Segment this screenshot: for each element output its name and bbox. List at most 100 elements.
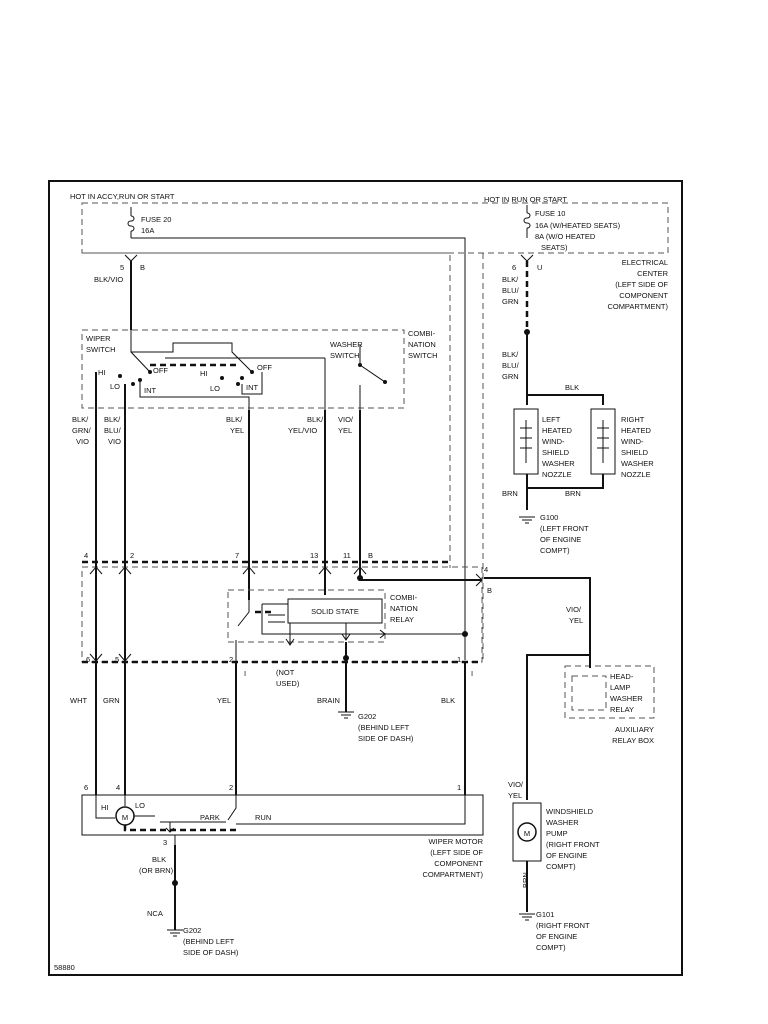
label-blk-yel-2: YEL <box>230 426 244 435</box>
ground-g202-bottom-icon <box>167 929 183 937</box>
electrical-center-text: ELECTRICAL CENTER (LEFT SIDE OF COMPONEN… <box>607 258 668 311</box>
pin-4-right-label: 4 <box>484 565 488 574</box>
fuse-20-name: FUSE 20 <box>141 215 171 224</box>
wire-brn-left: BRN <box>502 489 518 498</box>
g100-line-3: OF ENGINE <box>540 535 581 544</box>
nca-label: NCA <box>147 909 163 918</box>
g202-bottom-2: (BEHIND LEFT <box>183 937 235 946</box>
fuse20-feed-wire <box>131 237 466 660</box>
pin-4-label: 4 <box>84 551 88 560</box>
headlamp-relay-1: HEAD- <box>610 672 634 681</box>
g101-line-3: OF ENGINE <box>536 932 577 941</box>
left-nozzle-2: HEATED <box>542 426 572 435</box>
hot-accy-label: HOT IN ACCY,RUN OR START <box>70 192 175 201</box>
wiper-motor-box <box>81 794 484 836</box>
g202-dash-line-3: SIDE OF DASH) <box>358 734 414 743</box>
wire-blk-or-brn-1: BLK <box>152 855 166 864</box>
right-nozzle-2: HEATED <box>621 426 651 435</box>
label-blk-grn-vio-1: BLK/ <box>72 415 89 424</box>
ground-g202-dash-icon <box>338 711 354 719</box>
combination-switch-line-3: SWITCH <box>408 351 438 360</box>
hot-accy-fuse-box <box>81 202 669 254</box>
label-blk-grn-vio-3: VIO <box>76 437 89 446</box>
wiper-motor-1: WIPER MOTOR <box>429 837 484 846</box>
combination-switch-box <box>81 329 405 409</box>
washer-switch-contacts <box>324 345 387 420</box>
left-nozzle-4: SHIELD <box>542 448 570 457</box>
fuse-10-rating-2: 8A (W/O HEATED <box>535 232 596 241</box>
g100-line-2: (LEFT FRONT <box>540 524 589 533</box>
g100-line-1: G100 <box>540 513 558 522</box>
headlamp-relay-inner <box>571 675 607 711</box>
ground-g101-icon <box>519 913 535 921</box>
motor-pin-3: 3 <box>163 838 167 847</box>
washer-pump-1: WINDSHIELD <box>546 807 594 816</box>
label-blk-yel-1: BLK/ <box>226 415 243 424</box>
motor-m-label: M <box>122 813 128 822</box>
pump-m-label: M <box>524 829 530 838</box>
wire-blu-label-2: BLU/ <box>502 361 520 370</box>
pin-13-label: 13 <box>310 551 318 560</box>
wire-brn-pump-label: BRN <box>521 872 530 888</box>
sw-lo-1: LO <box>110 382 120 391</box>
label-blk-blu-vio-2: BLU/ <box>104 426 122 435</box>
wire-vio-yel-right-2: YEL <box>569 616 583 625</box>
not-used-line-1: (NOT <box>276 668 295 677</box>
left-nozzle-3: WIND- <box>542 437 565 446</box>
wire-blu-label-1: BLU/ <box>502 286 520 295</box>
washer-pump-3: PUMP <box>546 829 568 838</box>
g202-dash-line-2: (BEHIND LEFT <box>358 723 410 732</box>
wire-blk-vio-label: BLK/VIO <box>94 275 123 284</box>
auxiliary-relay-box <box>564 665 655 719</box>
fuse-20-rating: 16A <box>141 226 154 235</box>
right-nozzle-3: WIND- <box>621 437 644 446</box>
combination-relay-line-3: RELAY <box>390 615 414 624</box>
relay-wire-pin11 <box>359 560 482 581</box>
combination-relay-line-1: COMBI- <box>390 593 418 602</box>
wire-brn-right: BRN <box>565 489 581 498</box>
washer-pump-6: COMPT) <box>546 862 576 871</box>
wire-blk-label-2: BLK/ <box>502 350 519 359</box>
pin-2-bottom-label: 2 <box>229 655 233 664</box>
wiper-switch-contacts <box>118 330 325 420</box>
wire-grn-label-2: GRN <box>502 372 519 381</box>
connector-b-pin5 <box>124 254 138 262</box>
sw-off-2: OFF <box>257 363 272 372</box>
fuse-10-name: FUSE 10 <box>535 209 565 218</box>
washer-switch-line-2: SWITCH <box>330 351 360 360</box>
right-nozzle-1: RIGHT <box>621 415 645 424</box>
wire-wht-label: WHT <box>70 696 87 705</box>
relay-contacts <box>235 600 468 662</box>
g202-dash-line-1: G202 <box>358 712 376 721</box>
heated-nozzles <box>513 394 616 510</box>
headlamp-relay-3: WASHER <box>610 694 643 703</box>
label-blk-blu-vio-3: VIO <box>108 437 121 446</box>
g101-line-1: G101 <box>536 910 554 919</box>
sw-hi-1: HI <box>98 368 106 377</box>
washer-switch-line-1: WASHER <box>330 340 363 349</box>
motor-pin-4: 4 <box>116 783 120 792</box>
splice-dot-motor <box>172 880 178 886</box>
label-blk-yel-vio-2: YEL/VIO <box>288 426 317 435</box>
ground-g100-icon <box>519 516 535 524</box>
motor-hi-label: HI <box>101 803 109 812</box>
wire-to-pump <box>526 654 591 800</box>
hot-run-label: HOT IN RUN OR START <box>484 195 567 204</box>
headlamp-relay-2: LAMP <box>610 683 630 692</box>
wire-blk-label-1: BLK/ <box>502 275 519 284</box>
left-nozzle-6: NOZZLE <box>542 470 572 479</box>
wire-vio-yel-to-headlamp <box>484 577 591 668</box>
sw-int-2: INT <box>246 383 259 392</box>
ec-line-4: COMPONENT <box>619 291 668 300</box>
g101-line-2: (RIGHT FRONT <box>536 921 590 930</box>
wire-brain-label: BRAIN <box>317 696 340 705</box>
conn-b-label-relay: B <box>368 551 373 560</box>
ec-line-5: COMPARTMENT) <box>607 302 668 311</box>
washer-pump-2: WASHER <box>546 818 579 827</box>
wire-blk-or-brn-2: (OR BRN) <box>139 866 174 875</box>
run-label: RUN <box>255 813 271 822</box>
electrical-center-box <box>82 252 484 660</box>
left-nozzle-5: WASHER <box>542 459 575 468</box>
motor-lo-label: LO <box>135 801 145 810</box>
